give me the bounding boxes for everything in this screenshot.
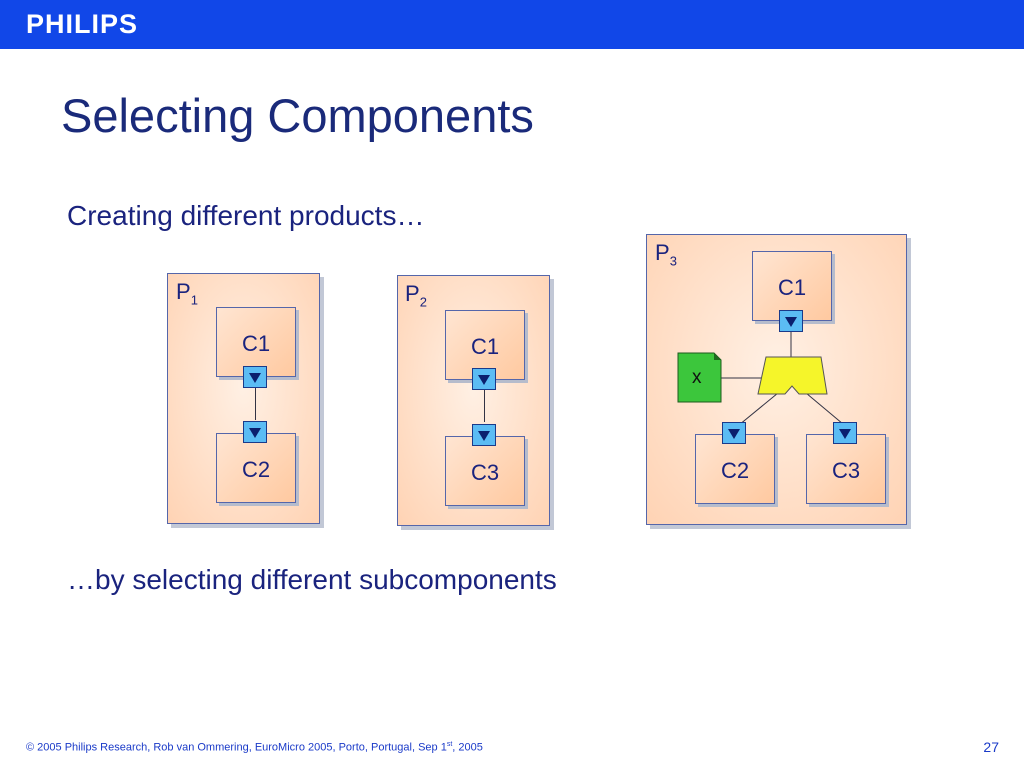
param-x-label: x <box>692 367 702 388</box>
p1-c1-port-icon <box>243 366 267 388</box>
header-bar: PHILIPS <box>0 0 1024 49</box>
p2-c3-port-icon <box>472 424 496 446</box>
conclusion-text: …by selecting different subcomponents <box>67 564 557 595</box>
p3-component-c2: C2 <box>695 434 775 504</box>
p3-c2-port-icon <box>722 422 746 444</box>
p3-component-c1: C1 <box>752 251 832 321</box>
product-p1-label: P1 <box>176 279 198 308</box>
p1-component-c1: C1 <box>216 307 296 377</box>
p3-component-c3: C3 <box>806 434 886 504</box>
p1-c2-port-icon <box>243 421 267 443</box>
p1-connector <box>255 388 256 420</box>
philips-logo: PHILIPS <box>26 9 139 39</box>
intro-text: Creating different products… <box>67 200 425 231</box>
p2-component-c3: C3 <box>445 436 525 506</box>
p3-c3-port-icon <box>833 422 857 444</box>
page-number: 27 <box>983 739 999 755</box>
p3-wire-right <box>805 392 844 425</box>
product-p2-label: P2 <box>405 281 427 310</box>
p2-connector <box>484 390 485 422</box>
product-p3-label: P3 <box>655 240 677 269</box>
param-file-icon <box>677 352 722 403</box>
p1-component-c2: C2 <box>216 433 296 503</box>
slide-title: Selecting Components <box>61 89 534 142</box>
p3-c1-port-icon <box>779 310 803 332</box>
switch-icon <box>757 356 828 395</box>
footer-credit: © 2005 Philips Research, Rob van Ommerin… <box>26 741 483 754</box>
p2-c1-port-icon <box>472 368 496 390</box>
param-file-fold <box>714 353 721 360</box>
p3-wire-left <box>738 392 779 426</box>
